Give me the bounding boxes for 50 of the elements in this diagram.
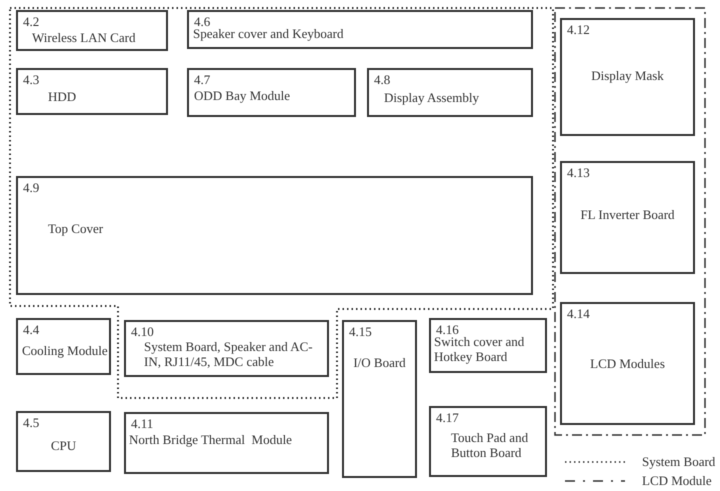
part-box	[187, 68, 356, 117]
part-box	[16, 411, 111, 472]
section-number: 4.9	[23, 180, 40, 196]
part-box	[429, 318, 547, 373]
section-number: 4.3	[23, 72, 40, 88]
part-name: Cooling Module	[22, 343, 109, 358]
part-name: CPU	[50, 438, 78, 453]
section-number: 4.8	[374, 72, 390, 88]
part-box	[16, 176, 533, 295]
legend-label: LCD Module	[642, 473, 712, 489]
part-box	[560, 18, 695, 136]
part-name: North Bridge Thermal Module	[129, 432, 293, 447]
part-name: System Board, Speaker and AC-IN, RJ11/45, MDC cable	[144, 339, 314, 369]
section-number: 4.15	[349, 324, 372, 340]
part-box	[367, 68, 533, 117]
part-box	[124, 320, 329, 377]
section-number: 4.10	[131, 324, 154, 340]
section-number: 4.5	[23, 415, 40, 431]
part-name: Wireless LAN Card	[32, 30, 136, 45]
part-name: Switch cover and Hotkey Board	[434, 334, 526, 364]
section-number: 4.11	[131, 416, 154, 432]
part-box	[560, 161, 695, 274]
section-number: 4.16	[436, 322, 459, 337]
part-box	[16, 68, 168, 115]
section-number: 4.17	[436, 410, 459, 426]
part-name: FL Inverter Board	[579, 207, 676, 222]
part-name: Touch Pad and Button Board	[451, 430, 530, 460]
section-number: 4.14	[567, 306, 590, 322]
part-name: Display Mask	[590, 68, 665, 83]
part-name: Top Cover	[48, 221, 104, 236]
legend-label: System Board	[642, 454, 716, 470]
section-number: 4.4	[23, 322, 40, 338]
part-name: ODD Bay Module	[194, 88, 292, 103]
part-box	[429, 406, 547, 477]
part-box	[560, 302, 695, 425]
part-name: Speaker cover and Keyboard	[193, 26, 345, 41]
section-number: 4.7	[194, 72, 210, 88]
part-box	[187, 10, 533, 49]
part-name: I/O Board	[352, 355, 407, 370]
part-name: Display Assembly	[384, 90, 480, 105]
section-number: 4.6	[194, 14, 210, 29]
part-box	[16, 318, 111, 375]
part-name: LCD Modules	[589, 356, 666, 371]
section-number: 4.12	[567, 22, 590, 38]
section-number: 4.13	[567, 165, 590, 181]
part-box	[16, 10, 168, 51]
part-name: HDD	[48, 89, 78, 104]
part-box	[124, 412, 329, 474]
part-box	[342, 320, 417, 478]
section-number: 4.2	[23, 14, 40, 30]
